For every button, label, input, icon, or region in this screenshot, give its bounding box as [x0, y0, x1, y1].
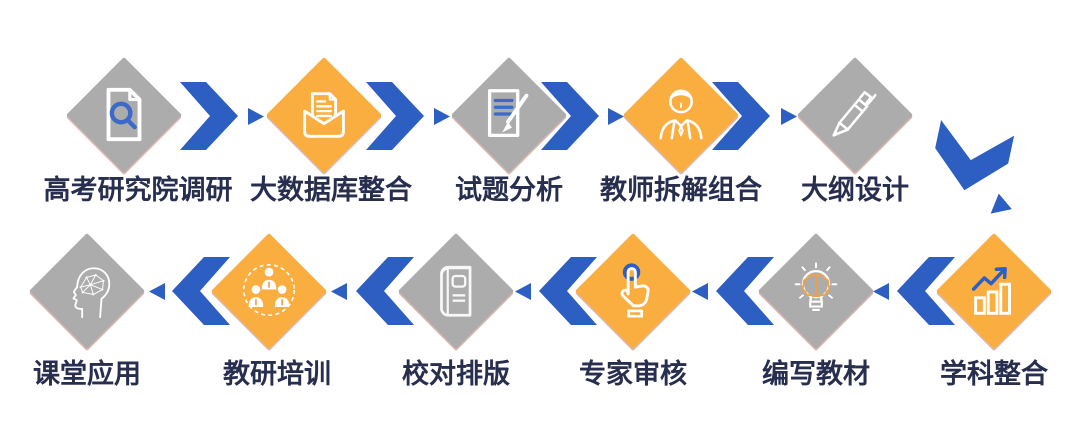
document-pen-icon — [478, 84, 540, 146]
bar-chart-growth-icon — [963, 260, 1025, 322]
click-hand-icon — [602, 260, 664, 322]
book-icon — [425, 260, 487, 322]
step-label: 编写教材 — [762, 359, 870, 389]
step-label: 教研培训 — [223, 359, 331, 389]
teacher-icon — [650, 84, 712, 146]
step-label: 大数据库整合 — [250, 175, 412, 205]
pen-icon — [824, 84, 886, 146]
arrow-triangle-icon — [873, 283, 889, 300]
chevron-right-icon — [180, 82, 238, 150]
arrow-triangle-icon — [434, 108, 450, 125]
document-search-icon — [93, 84, 155, 146]
envelope-letter-icon — [293, 84, 355, 146]
head-brain-icon — [56, 260, 118, 322]
step-label: 教师拆解组合 — [600, 175, 762, 205]
arrow-triangle-icon — [248, 108, 264, 125]
arrow-triangle-icon — [149, 283, 165, 300]
arrow-triangle-icon — [331, 283, 347, 300]
step-label: 大纲设计 — [801, 175, 909, 205]
step-label: 试题分析 — [455, 175, 563, 205]
arrow-triangle-icon — [515, 283, 531, 300]
lightbulb-brain-icon — [785, 260, 847, 322]
arrow-triangle-icon — [692, 283, 708, 300]
step-label: 高考研究院调研 — [43, 175, 233, 205]
step-label: 专家审核 — [579, 359, 687, 389]
step-label: 课堂应用 — [33, 359, 141, 389]
arrow-triangle-icon — [781, 108, 797, 125]
arrow-triangle-icon — [608, 108, 624, 125]
step-label: 学科整合 — [940, 359, 1048, 389]
step-label: 校对排版 — [402, 359, 510, 389]
arrow-triangle-icon — [984, 194, 1012, 222]
team-hierarchy-icon — [238, 260, 300, 322]
